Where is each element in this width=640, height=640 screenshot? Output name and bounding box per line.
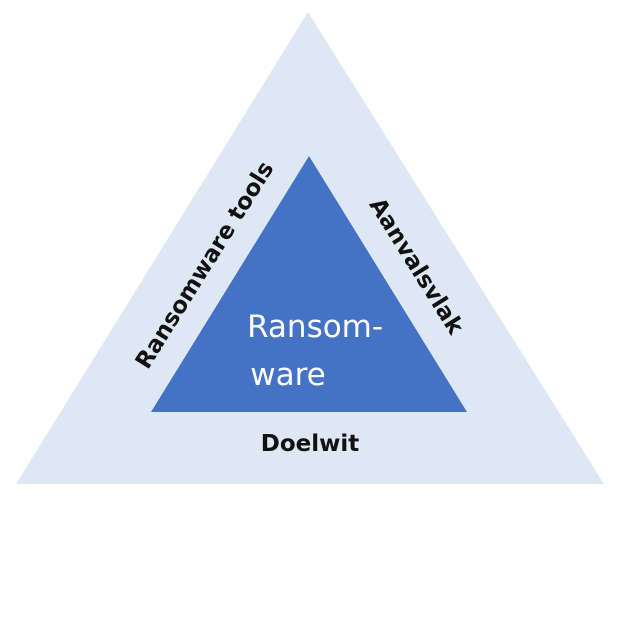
bottom-side-label: Doelwit	[261, 431, 360, 457]
center-label-line-1: Ransom-	[247, 309, 383, 345]
center-label: Ransom- ware	[247, 309, 393, 393]
center-label-line-2: ware	[250, 357, 326, 393]
inner-triangle	[151, 156, 467, 412]
